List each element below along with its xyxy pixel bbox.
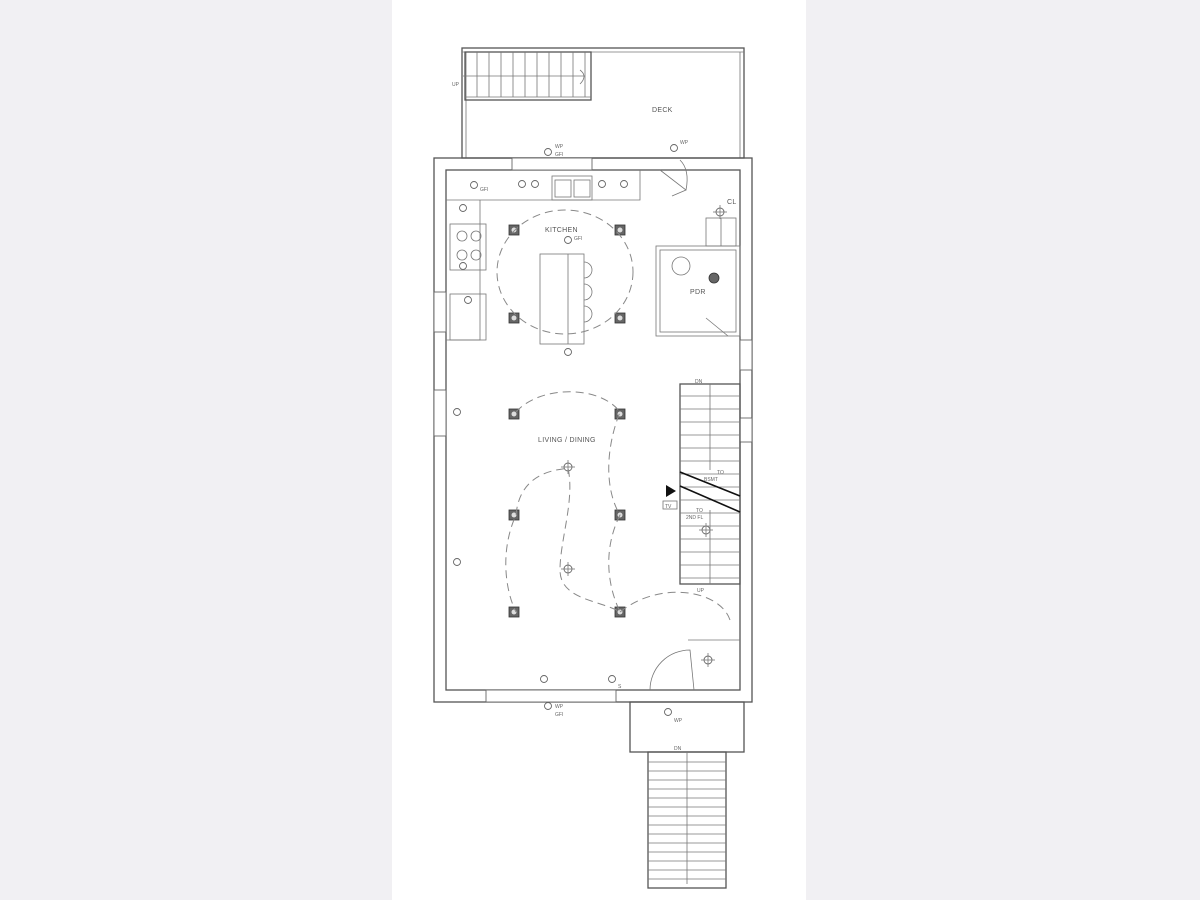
recessed-light-icon — [614, 224, 626, 236]
living-dining: LIVING / DINING TV S — [505, 391, 740, 691]
tv-symbol-icon — [666, 485, 676, 497]
outlet-icon — [620, 180, 628, 188]
to-basement-label-2: BSMT — [704, 477, 718, 483]
recessed-light-icon — [614, 312, 626, 324]
to-basement-label-1: TO — [717, 470, 724, 476]
outlet-icon — [459, 262, 467, 270]
outlet-icon — [459, 204, 467, 212]
stair-down-label: DN — [695, 379, 703, 385]
interior-stair: DN TO BSMT TO 2ND FL UP — [679, 379, 741, 594]
recessed-light-lens — [511, 512, 517, 518]
recessed-light-icon — [508, 408, 520, 420]
recessed-light-lens — [511, 227, 517, 233]
outlet-icon — [470, 181, 478, 189]
recessed-light-icon — [614, 408, 626, 420]
outlet-icon — [453, 408, 461, 416]
gfi-label-front: GFI — [555, 712, 563, 718]
stair-up-label: UP — [697, 588, 705, 594]
recessed-light-lens — [511, 411, 517, 417]
outlet-icon — [664, 708, 672, 716]
device-labels: WP GFI WP WP GFI WP GFI GFI — [480, 140, 689, 724]
outlet-icon — [670, 144, 678, 152]
outlet-icon — [464, 296, 472, 304]
drawing-sheet: DECK UP KITCHEN — [392, 0, 806, 900]
ceiling-light-icon — [561, 562, 575, 576]
closet-label: CL — [727, 199, 737, 206]
deck: DECK — [461, 47, 745, 159]
ceiling-light-icon — [713, 205, 727, 219]
recessed-light-lens — [617, 315, 623, 321]
gfi-label-kitchen: GFI — [480, 187, 488, 193]
deck-stair: UP — [452, 51, 592, 101]
gfi-label: GFI — [555, 152, 563, 158]
outlet-icon — [564, 236, 572, 244]
outlet-icon — [544, 702, 552, 710]
pdr-label: PDR — [690, 289, 706, 296]
wp-label-entry: WP — [674, 718, 683, 724]
outlet-icon — [531, 180, 539, 188]
deck-label: DECK — [652, 107, 673, 114]
outlet-icon — [564, 348, 572, 356]
outlet-icon — [608, 675, 616, 683]
to-second-label-2: 2ND FL — [686, 515, 703, 521]
kitchen-label: KITCHEN — [545, 227, 578, 234]
wp-label: WP — [555, 144, 564, 150]
switch-label: S — [618, 684, 622, 690]
outlet-icon — [598, 180, 606, 188]
deck-stair-up-label: UP — [452, 82, 460, 88]
ceiling-light-icon — [699, 523, 713, 537]
outlet-icon — [518, 180, 526, 188]
recessed-light-icon — [508, 509, 520, 521]
outlet-icon — [540, 675, 548, 683]
front-stair: DN — [629, 701, 745, 889]
tv-label: TV — [665, 504, 672, 510]
outlet-icon — [453, 558, 461, 566]
recessed-light-icon — [508, 606, 520, 618]
wp-label-door: WP — [680, 140, 689, 146]
ceiling-light-icon — [701, 653, 715, 667]
living-dining-label: LIVING / DINING — [538, 437, 596, 444]
kitchen: KITCHEN — [446, 170, 641, 345]
recessed-light-icon — [508, 312, 520, 324]
electrical-floor-plan: DECK UP KITCHEN — [433, 47, 753, 889]
exterior-walls — [433, 157, 753, 703]
powder-room: PDR CL — [655, 159, 741, 337]
outlet-icon — [544, 148, 552, 156]
to-second-label-1: TO — [696, 508, 703, 514]
recessed-light-lens — [511, 315, 517, 321]
front-stair-down-label: DN — [674, 746, 682, 752]
recessed-light-icon — [508, 224, 520, 236]
recessed-light-lens — [617, 227, 623, 233]
ceiling-light-icon — [561, 460, 575, 474]
gfi-label-island: GFI — [574, 236, 582, 242]
wp-label-front: WP — [555, 704, 564, 710]
